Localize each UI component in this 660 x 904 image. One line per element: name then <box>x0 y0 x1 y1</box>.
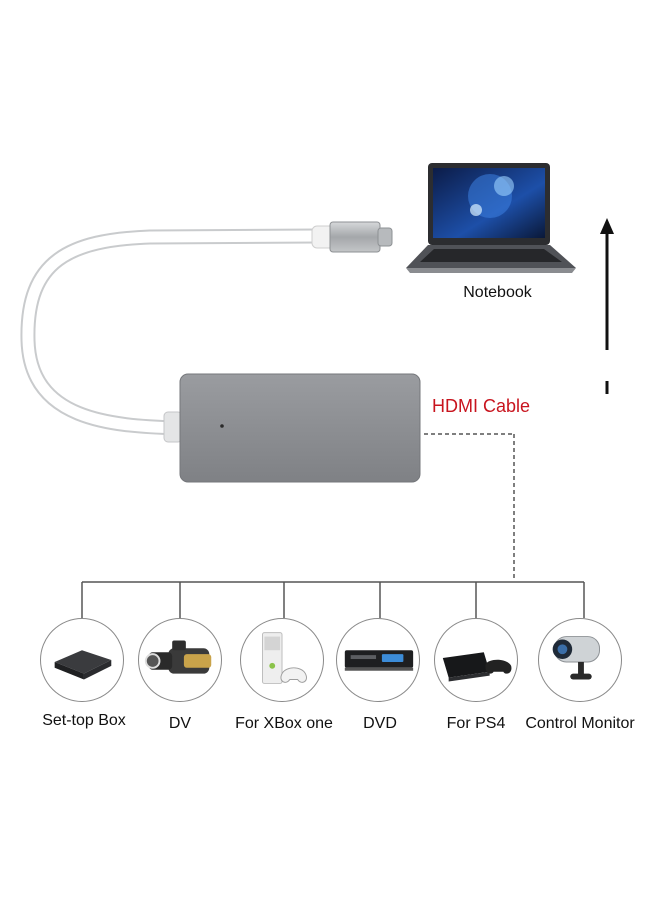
device-label-xbox-one: For XBox one <box>235 715 333 732</box>
notebook-icon <box>406 163 576 273</box>
device-label-control-monitor: Control Monitor <box>525 715 635 732</box>
device-label-set-top-box: Set-top Box <box>42 712 126 729</box>
device-label-dv: DV <box>168 715 192 732</box>
usb-c-cable <box>20 228 326 436</box>
dvd-player-icon <box>336 618 420 702</box>
hdmi-cable-label: HDMI Cable <box>432 396 531 416</box>
device-label-dvd: DVD <box>363 715 397 732</box>
hdmi-adapter <box>163 373 421 483</box>
camcorder-icon <box>138 618 222 702</box>
hdmi-dashed-connector <box>424 433 515 580</box>
upward-arrow-icon <box>600 218 614 394</box>
security-camera-icon <box>538 618 622 702</box>
set-top-box-icon <box>40 618 124 702</box>
notebook-label: Notebook <box>463 284 532 301</box>
ps4-console-icon <box>434 618 518 702</box>
device-distribution-bus <box>81 581 585 618</box>
device-label-ps4: For PS4 <box>446 715 506 732</box>
xbox-one-icon <box>240 618 324 702</box>
usb-c-plug <box>311 221 393 253</box>
